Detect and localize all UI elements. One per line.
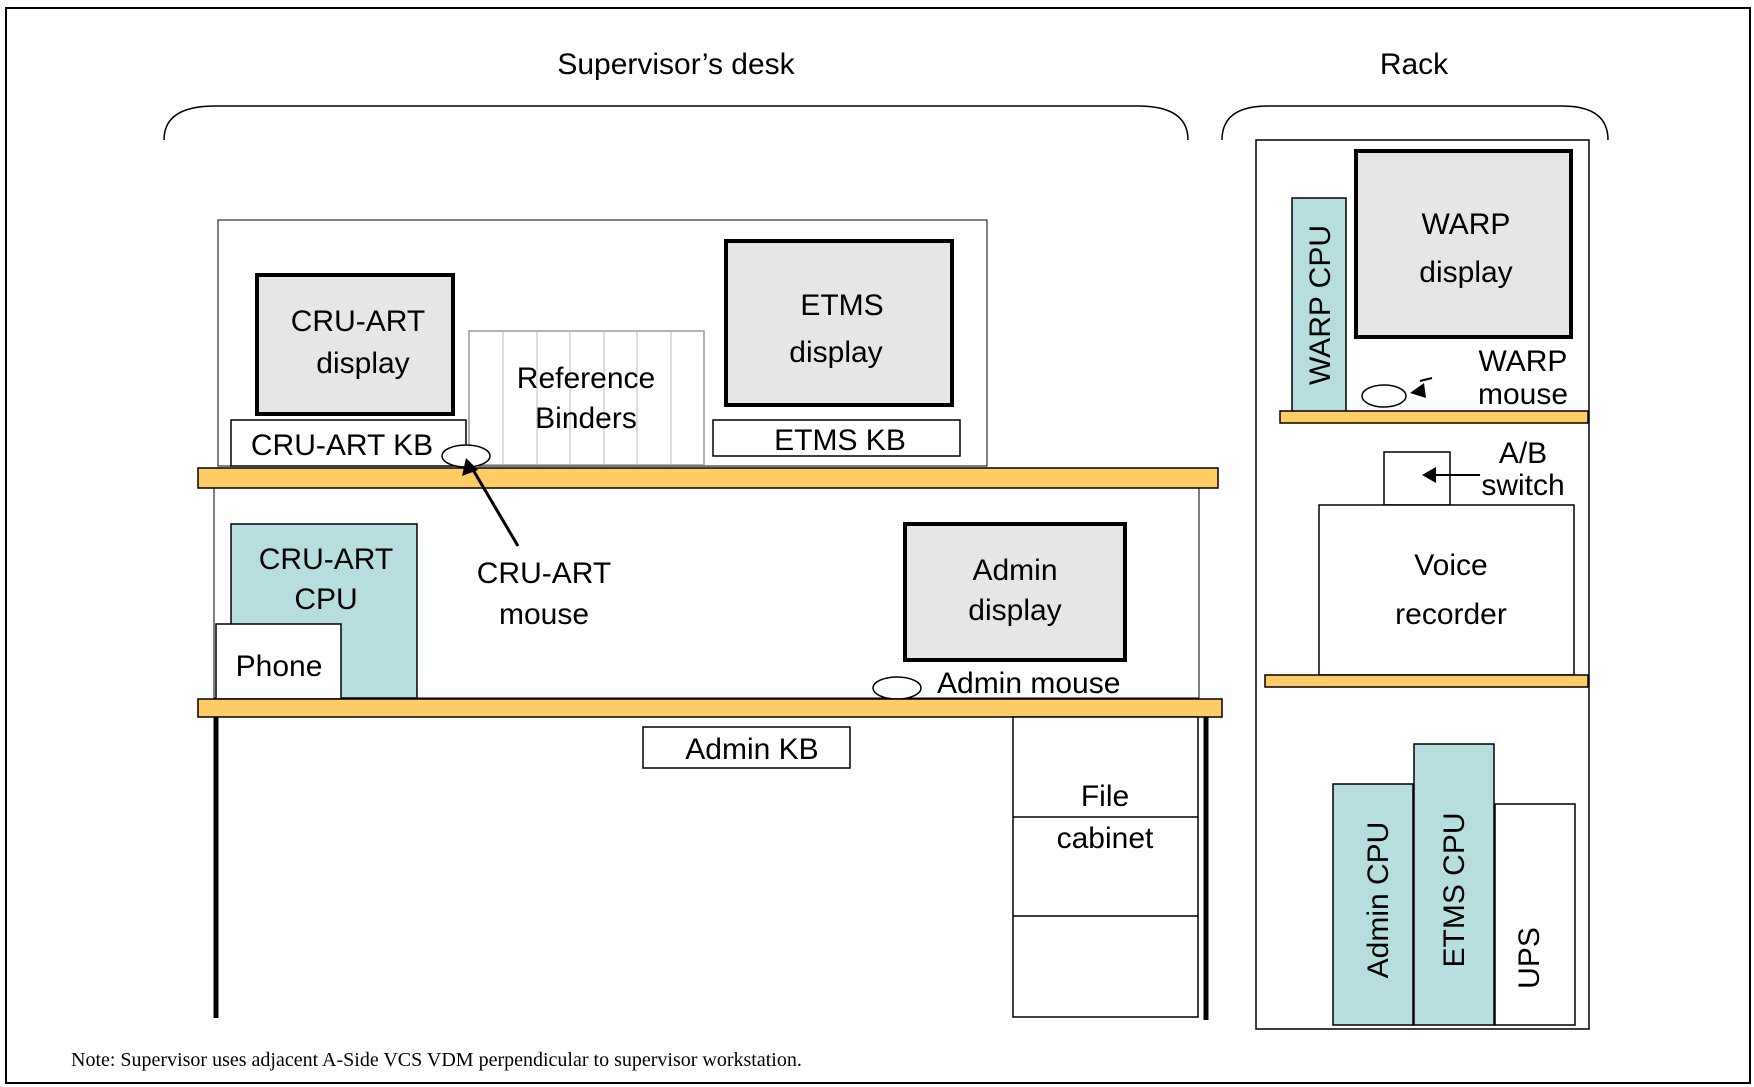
etms-display: [724, 239, 954, 407]
etms-cpu-label: ETMS CPU: [1438, 812, 1471, 967]
cruart-mouse-label-1: CRU-ART: [477, 557, 611, 590]
file-cabinet: [1012, 716, 1199, 1018]
cruart-mouse-label-2: mouse: [499, 598, 589, 631]
admin-keyboard-label: Admin KB: [685, 733, 818, 766]
admin-display: [903, 522, 1127, 662]
cruart-cpu-label-1: CRU-ART: [259, 543, 393, 576]
warp-mouse-label-1: WARP: [1479, 345, 1568, 378]
cruart-keyboard-label: CRU-ART KB: [251, 429, 433, 462]
warp-mouse-arrow: [1419, 377, 1433, 382]
admin-keyboard: [642, 726, 851, 769]
admin-display-label-2: display: [968, 594, 1061, 627]
cruart-display: [255, 273, 455, 416]
cruart-keyboard: [230, 419, 467, 467]
footnote: Note: Supervisor uses adjacent A-Side VC…: [71, 1049, 802, 1071]
cruart-cpu-label-2: CPU: [294, 583, 357, 616]
desk-brace: [163, 105, 1189, 141]
etms-display-label-1: ETMS: [800, 289, 883, 322]
admin-mouse: [872, 676, 922, 700]
warp-display: [1354, 149, 1573, 339]
voice-recorder-label-2: recorder: [1395, 598, 1507, 631]
admin-mouse-label: Admin mouse: [937, 667, 1120, 700]
cruart-display-label-2: display: [316, 347, 409, 380]
ups-label: UPS: [1513, 927, 1546, 989]
voice-recorder-label-1: Voice: [1414, 549, 1487, 582]
admin-display-label-1: Admin: [972, 554, 1057, 587]
warp-cpu-label: WARP CPU: [1304, 225, 1337, 385]
desk-upper-shelf: [197, 467, 1219, 489]
warp-display-label-1: WARP: [1422, 208, 1511, 241]
cruart-mouse-arrow: [470, 467, 520, 547]
warp-display-label-2: display: [1419, 256, 1512, 289]
ab-switch-arrowhead: [1422, 467, 1436, 483]
ups: [1494, 803, 1576, 1026]
admin-cpu: [1332, 783, 1414, 1026]
etms-display-label-2: display: [789, 336, 882, 369]
rack-heading: Rack: [1380, 48, 1449, 81]
cruart-display-label-1: CRU-ART: [291, 305, 425, 338]
ab-switch: [1383, 451, 1451, 506]
cruart-mouse-arrowhead: [462, 458, 478, 476]
warp-mouse-label-2: mouse: [1478, 378, 1568, 411]
warp-cpu: [1291, 197, 1347, 413]
voice-recorder: [1318, 504, 1575, 676]
rack-shelf-2: [1264, 674, 1589, 688]
desk-top-surface: [197, 698, 1223, 718]
etms-cpu: [1413, 743, 1495, 1026]
file-cabinet-label-1: File: [1081, 780, 1129, 813]
rack-brace: [1221, 105, 1609, 141]
reference-binders: [468, 330, 705, 466]
ab-switch-label-2: switch: [1481, 469, 1564, 502]
phone: [215, 623, 342, 700]
rack-shelf-1: [1279, 410, 1589, 424]
reference-binders-label-1: Reference: [517, 362, 655, 395]
file-cabinet-label-2: cabinet: [1057, 822, 1154, 855]
etms-keyboard-label: ETMS KB: [774, 424, 906, 457]
ab-switch-label-1: A/B: [1499, 437, 1547, 470]
etms-keyboard: [712, 419, 961, 457]
reference-binders-label-2: Binders: [535, 402, 637, 435]
admin-cpu-label: Admin CPU: [1362, 822, 1395, 979]
desk-heading: Supervisor’s desk: [557, 48, 795, 81]
warp-mouse: [1361, 384, 1407, 408]
phone-label: Phone: [236, 650, 323, 683]
warp-mouse-arrowhead: [1410, 383, 1426, 398]
